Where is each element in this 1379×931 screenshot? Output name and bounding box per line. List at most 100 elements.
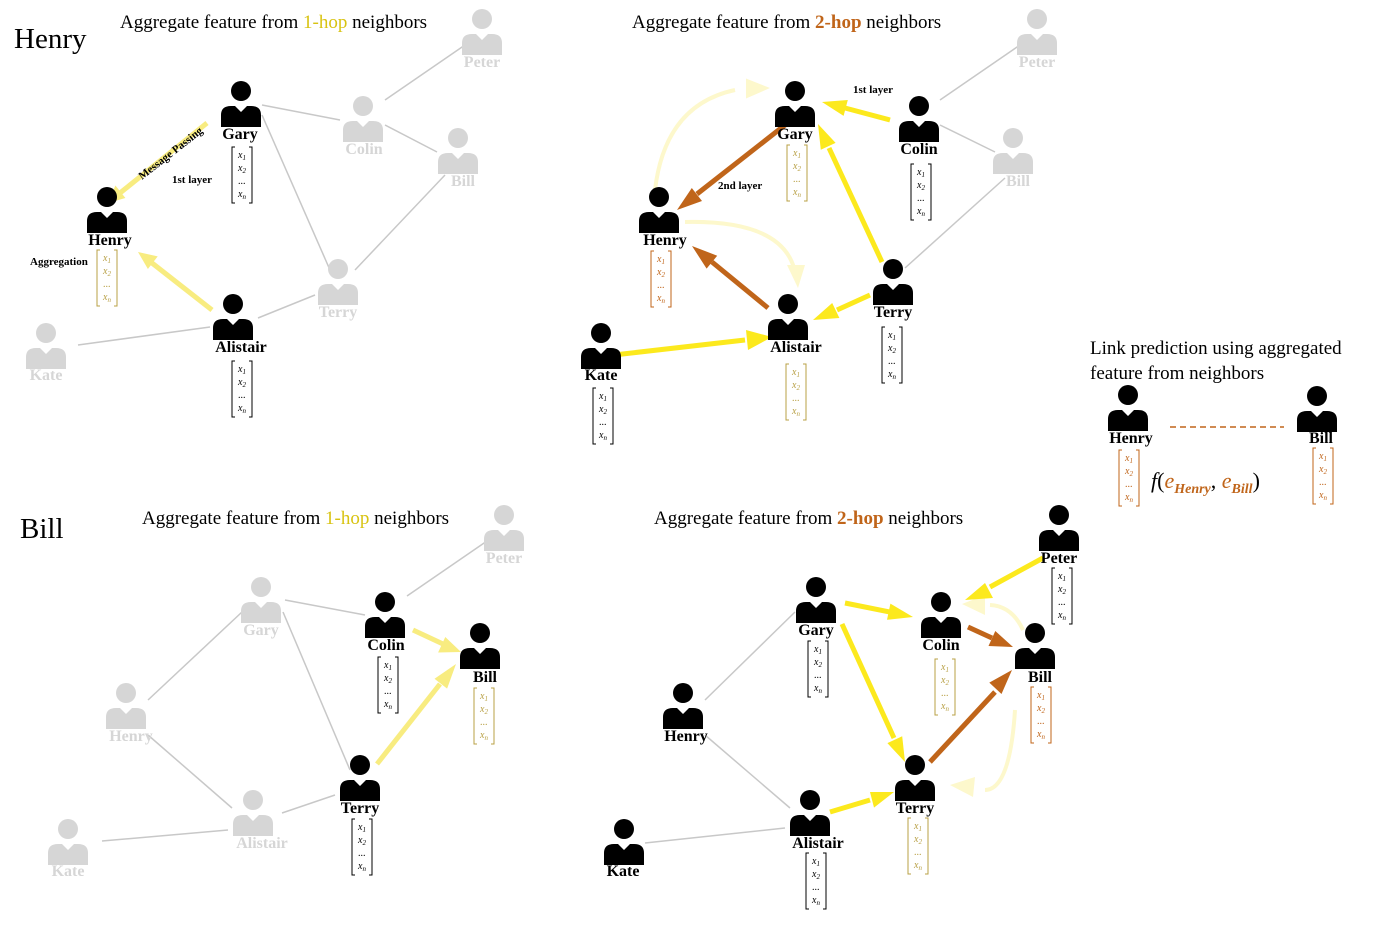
vector-entry: x2 bbox=[940, 675, 949, 687]
vector-entry: ... bbox=[793, 174, 801, 185]
arrowhead bbox=[965, 583, 993, 600]
link-prediction-title-line1: Link prediction using aggregated bbox=[1090, 338, 1342, 359]
arrowhead bbox=[746, 330, 772, 350]
label-second-layer: 2nd layer bbox=[718, 180, 762, 192]
node-label-peter: Peter bbox=[486, 550, 522, 567]
vector-entry: xn bbox=[791, 406, 800, 418]
vector-entry: x2 bbox=[811, 869, 820, 881]
node-label-gary: Gary bbox=[798, 622, 834, 639]
vector-entry: xn bbox=[598, 430, 607, 442]
vector-entry: x2 bbox=[813, 657, 822, 669]
vector-entry: xn bbox=[792, 187, 801, 199]
graph-edges bbox=[644, 611, 796, 844]
arrowhead bbox=[787, 265, 805, 288]
person-icon-bill bbox=[993, 128, 1033, 174]
vector-entry: ... bbox=[358, 848, 366, 859]
vector-entry: x2 bbox=[656, 267, 665, 279]
vector-bracket bbox=[650, 250, 672, 308]
vector-bracket bbox=[805, 852, 827, 910]
vector-entry: xn bbox=[913, 860, 922, 872]
arrowhead bbox=[138, 252, 158, 269]
vector-entry: xn bbox=[813, 683, 822, 695]
vector-bracket bbox=[1312, 447, 1334, 505]
section-title-bill: Bill bbox=[20, 513, 64, 545]
person-icon-henry bbox=[1108, 385, 1148, 431]
vector-entry: x1 bbox=[811, 856, 820, 868]
vector-entry: x2 bbox=[887, 343, 896, 355]
node-label-colin: Colin bbox=[367, 637, 404, 654]
vector-entry: xn bbox=[811, 895, 820, 907]
link-prediction-title-line2: feature from neighbors bbox=[1090, 363, 1264, 384]
vector-entry: x1 bbox=[913, 821, 922, 833]
person-icon-terry bbox=[318, 259, 358, 305]
vector-entry: x2 bbox=[916, 180, 925, 192]
arrowhead bbox=[887, 603, 913, 620]
vector-entry: ... bbox=[812, 882, 820, 893]
person-icon-kate bbox=[581, 323, 621, 369]
arrow-gary-terry bbox=[839, 622, 897, 740]
person-icon-alistair bbox=[768, 294, 808, 340]
vector-entry: ... bbox=[941, 688, 949, 699]
vector-entry: x2 bbox=[1036, 703, 1045, 715]
arrow-alistair-henry bbox=[150, 261, 214, 312]
arrow-gary-henry bbox=[118, 121, 209, 195]
vector-entry: ... bbox=[914, 847, 922, 858]
vector-entry: x1 bbox=[916, 167, 925, 179]
node-label-peter: Peter bbox=[1041, 550, 1077, 567]
arrow-curve-bill-colin bbox=[989, 603, 1025, 631]
arrowhead bbox=[989, 670, 1012, 694]
vector-entry: x1 bbox=[656, 254, 665, 266]
vector-bracket bbox=[377, 656, 399, 714]
person-icon-henry bbox=[663, 683, 703, 729]
person-icon-colin bbox=[921, 592, 961, 638]
node-label-kate: Kate bbox=[607, 863, 640, 880]
person-icon-bill bbox=[1297, 386, 1337, 432]
arrowhead bbox=[822, 100, 848, 116]
person-icon-alistair bbox=[213, 294, 253, 340]
vector-entry: ... bbox=[238, 390, 246, 401]
node-label-peter: Peter bbox=[1019, 54, 1055, 71]
vector-entry: x1 bbox=[1318, 451, 1327, 463]
panel-title-henry-2hop: Aggregate feature from 2-hop neighbors bbox=[632, 12, 941, 33]
vector-entry: xn bbox=[940, 701, 949, 713]
arrowhead bbox=[962, 595, 985, 615]
vector-entry: ... bbox=[917, 193, 925, 204]
arrow-gary-colin bbox=[844, 600, 891, 615]
node-label-kate: Kate bbox=[52, 863, 85, 880]
vector-entry: xn bbox=[237, 403, 246, 415]
arrow-peter-colin bbox=[988, 555, 1045, 590]
vector-entry: ... bbox=[1125, 479, 1133, 490]
vector-entry: x1 bbox=[940, 662, 949, 674]
arrowhead bbox=[434, 664, 456, 689]
vector-bracket bbox=[934, 658, 956, 716]
node-label-alistair: Alistair bbox=[770, 339, 822, 356]
vector-entry: ... bbox=[657, 280, 665, 291]
vector-entry: xn bbox=[916, 206, 925, 218]
vector-entry: xn bbox=[102, 292, 111, 304]
vector-entry: ... bbox=[103, 279, 111, 290]
node-label-colin: Colin bbox=[900, 141, 937, 158]
graph-edges bbox=[101, 540, 488, 842]
vector-entry: x2 bbox=[237, 377, 246, 389]
vector-bracket bbox=[881, 326, 903, 384]
vector-bracket bbox=[907, 817, 929, 875]
vector-entry: x2 bbox=[792, 161, 801, 173]
vector-entry: ... bbox=[1058, 597, 1066, 608]
vector-bracket bbox=[1030, 686, 1052, 744]
arrow-terry-bill-layer2 bbox=[928, 690, 997, 764]
person-icon-kate bbox=[604, 819, 644, 865]
arrow-terry-gary bbox=[826, 146, 885, 264]
vector-entry: x2 bbox=[598, 404, 607, 416]
person-icon-bill bbox=[438, 128, 478, 174]
